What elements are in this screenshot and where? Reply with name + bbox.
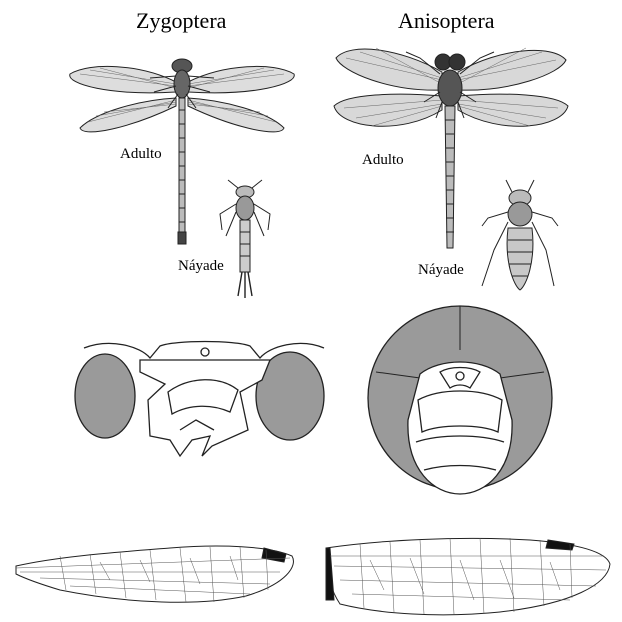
- zygoptera-hindwing-right: [188, 98, 284, 132]
- anisoptera-wing-drawing: [326, 538, 610, 615]
- zygoptera-wing-outline: [16, 546, 293, 602]
- zygoptera-adult-label: Adulto: [120, 146, 162, 163]
- zygoptera-hindwing-left: [80, 98, 176, 132]
- zygoptera-adult-drawing: [70, 59, 295, 244]
- zygoptera-title: Zygoptera: [136, 8, 226, 34]
- zygoptera-forewing-left: [70, 66, 176, 92]
- anisoptera-nymph-drawing: [482, 180, 558, 290]
- zygoptera-head-drawing: [75, 342, 324, 457]
- zygoptera-nymph-drawing: [220, 180, 270, 298]
- zygoptera-face: [140, 360, 270, 456]
- zygoptera-wing-drawing: [16, 546, 293, 602]
- anisoptera-head-drawing: [368, 306, 552, 494]
- zygoptera-forewing-right: [188, 66, 294, 92]
- anisoptera-forewing-right: [458, 50, 566, 90]
- anisoptera-adult-label: Adulto: [362, 152, 404, 169]
- anisoptera-title: Anisoptera: [398, 8, 495, 34]
- zygoptera-nymph-label: Náyade: [178, 258, 224, 275]
- anisoptera-nymph-label: Náyade: [418, 262, 464, 279]
- anisoptera-adult-drawing: [334, 48, 568, 248]
- zygoptera-left-eye: [75, 354, 135, 438]
